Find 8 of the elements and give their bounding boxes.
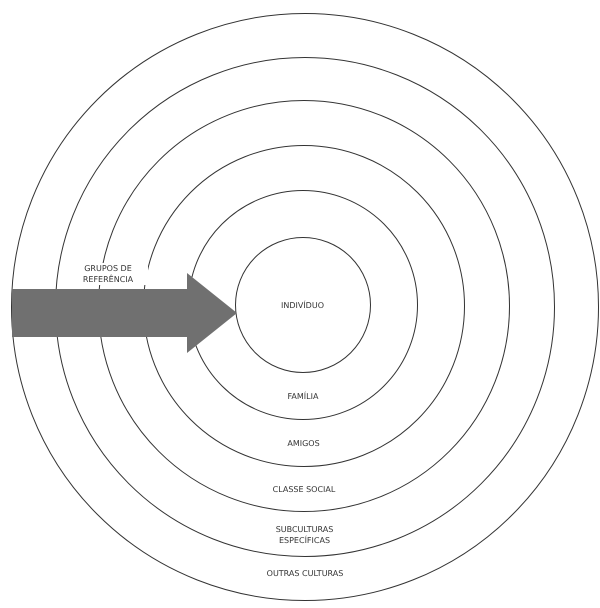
circle xyxy=(234,236,370,372)
ring-label: FAMÍLIA xyxy=(286,391,320,402)
block-arrow xyxy=(12,273,237,353)
ring-label: AMIGOS xyxy=(286,438,321,449)
ring-label: OUTRAS CULTURAS xyxy=(266,568,344,579)
ring-label: SUBCULTURAS ESPECÍFICAS xyxy=(274,524,334,546)
ring-label: INDIVÍDUO xyxy=(280,300,325,310)
ring-label: CLASSE SOCIAL xyxy=(272,484,336,495)
